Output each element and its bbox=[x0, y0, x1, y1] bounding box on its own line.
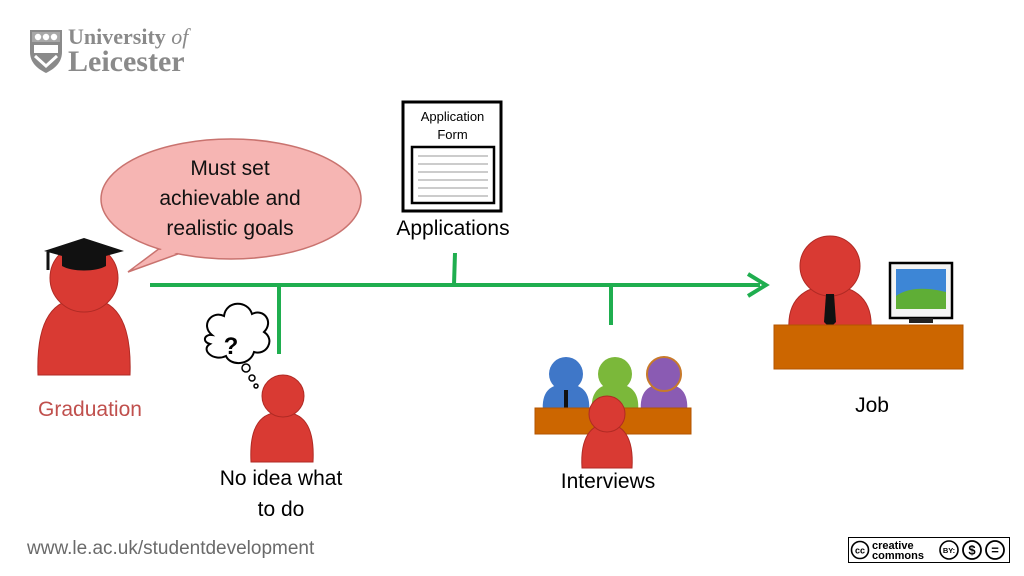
speech-bubble-text: Must set achievable and realistic goals bbox=[130, 154, 330, 244]
thought-bubble-icon bbox=[204, 302, 271, 389]
interviewer-blue bbox=[542, 357, 590, 412]
confused-person-icon bbox=[250, 374, 314, 463]
logo-university: University bbox=[68, 24, 166, 49]
university-shield-icon bbox=[30, 30, 62, 73]
svg-text:BY:: BY: bbox=[943, 546, 955, 555]
logo-leicester: Leicester bbox=[68, 45, 185, 78]
bubble-line-1: Must set bbox=[190, 157, 270, 180]
computer-monitor-icon bbox=[888, 261, 954, 323]
graduation-label: Graduation bbox=[38, 398, 142, 421]
bubble-line-2: achievable and bbox=[159, 187, 301, 210]
bubble-line-3: realistic goals bbox=[166, 217, 294, 240]
interviews-label: Interviews bbox=[560, 470, 656, 493]
application-form-title: Application Form bbox=[404, 108, 501, 144]
job-desk bbox=[773, 324, 964, 370]
cc-icon: cc bbox=[850, 540, 870, 560]
cc-text-creative: creative bbox=[872, 540, 914, 552]
footer-url-link[interactable]: www.le.ac.uk/studentdevelopment bbox=[27, 538, 315, 559]
interviewee-person bbox=[581, 395, 633, 469]
graduate-person-icon bbox=[37, 238, 131, 376]
cc-noderivatives-icon: = bbox=[985, 540, 1005, 560]
applications-label: Applications bbox=[396, 217, 510, 240]
application-form-icon bbox=[401, 100, 503, 213]
no-idea-line-2: to do bbox=[257, 498, 305, 521]
svg-text:$: $ bbox=[968, 543, 976, 558]
university-logo-text: University of Leicester bbox=[68, 26, 188, 77]
no-idea-line-1: No idea what bbox=[219, 467, 343, 490]
cc-text-commons: commons bbox=[872, 550, 924, 562]
branch-applications bbox=[452, 252, 457, 286]
job-label: Job bbox=[855, 394, 889, 417]
employee-person bbox=[788, 235, 872, 331]
svg-text:cc: cc bbox=[855, 546, 865, 556]
cc-noncommercial-icon: $ bbox=[962, 540, 982, 560]
svg-text:=: = bbox=[991, 543, 999, 558]
creative-commons-badge[interactable]: cc creative commons BY: $ = bbox=[848, 537, 1010, 563]
form-title-line-1: Application bbox=[420, 109, 485, 124]
speech-bubble bbox=[100, 138, 362, 273]
interviewer-purple bbox=[640, 356, 688, 412]
logo-of: of bbox=[171, 24, 189, 49]
form-title-line-2: Form bbox=[437, 127, 468, 142]
timeline bbox=[150, 252, 770, 354]
thought-bubble-symbol: ? bbox=[223, 333, 239, 360]
interview-panel-icon bbox=[534, 356, 692, 469]
no-idea-label: No idea what to do bbox=[200, 463, 362, 525]
cc-by-icon: BY: bbox=[939, 540, 959, 560]
job-scene-icon bbox=[773, 235, 964, 370]
